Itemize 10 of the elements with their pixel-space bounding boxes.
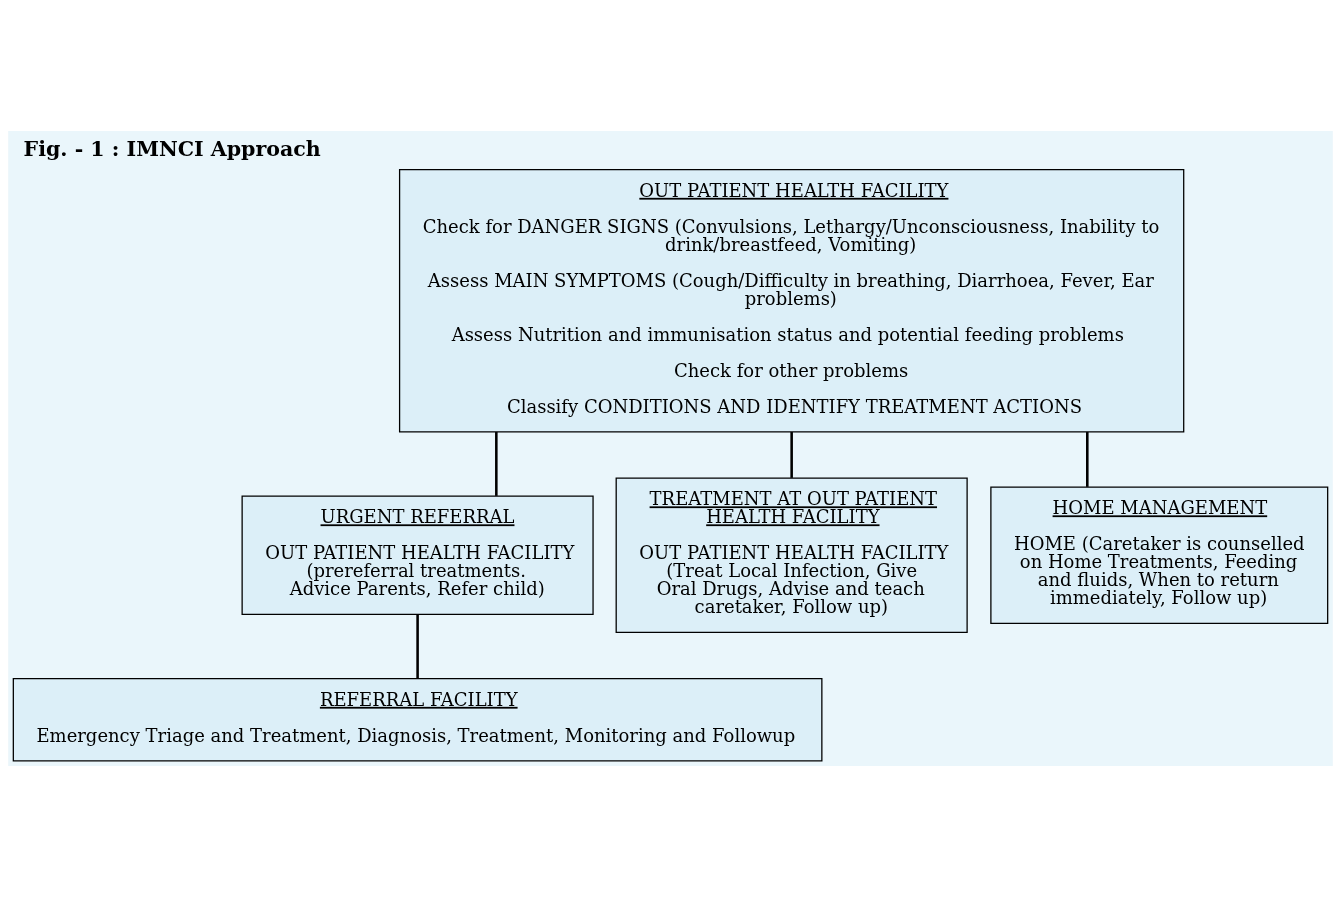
diagram-title: Fig. - 1 : IMNCI Approach [23, 137, 321, 162]
node-box: URGENT REFERRAL OUT PATIENT HEALTH FACILITY (prereferral treatments. Advice Parents, Refer child) [241, 495, 594, 615]
node-box: REFERRAL FACILITY Emergency Triage and Treatment, Diagnosis, Treatment, Monitoring and Followup [12, 677, 823, 762]
node-box: OUT PATIENT HEALTH FACILITY Check for DANGER SIGNS (Convulsions, Lethargy/Unconsciousness, Inability to drink/breastfeed, Vomiting) Assess MAIN SYMPTOMS (Cough/Difficulty in breathing, Diarrhoea, Fever, Ear problems) Assess Nutrition and immunisation status and potential feeding problems Check for other problems Classify CONDITIONS AND IDENTIFY TREATMENT ACTIONS [398, 168, 1185, 433]
node-box: HOME MANAGEMENT HOME (Caretaker is counselled on Home Treatments, Feeding and fluids, When to return immediately, Follow up) [990, 486, 1329, 624]
connector [416, 614, 419, 679]
node-box: TREATMENT AT OUT PATIENT HEALTH FACILITY OUT PATIENT HEALTH FACILITY (Treat Local Infection, Give Oral Drugs, Advise and teach caretaker, Follow up) [615, 477, 968, 633]
connector [790, 432, 793, 478]
connector [495, 432, 498, 496]
connector [1086, 432, 1089, 487]
